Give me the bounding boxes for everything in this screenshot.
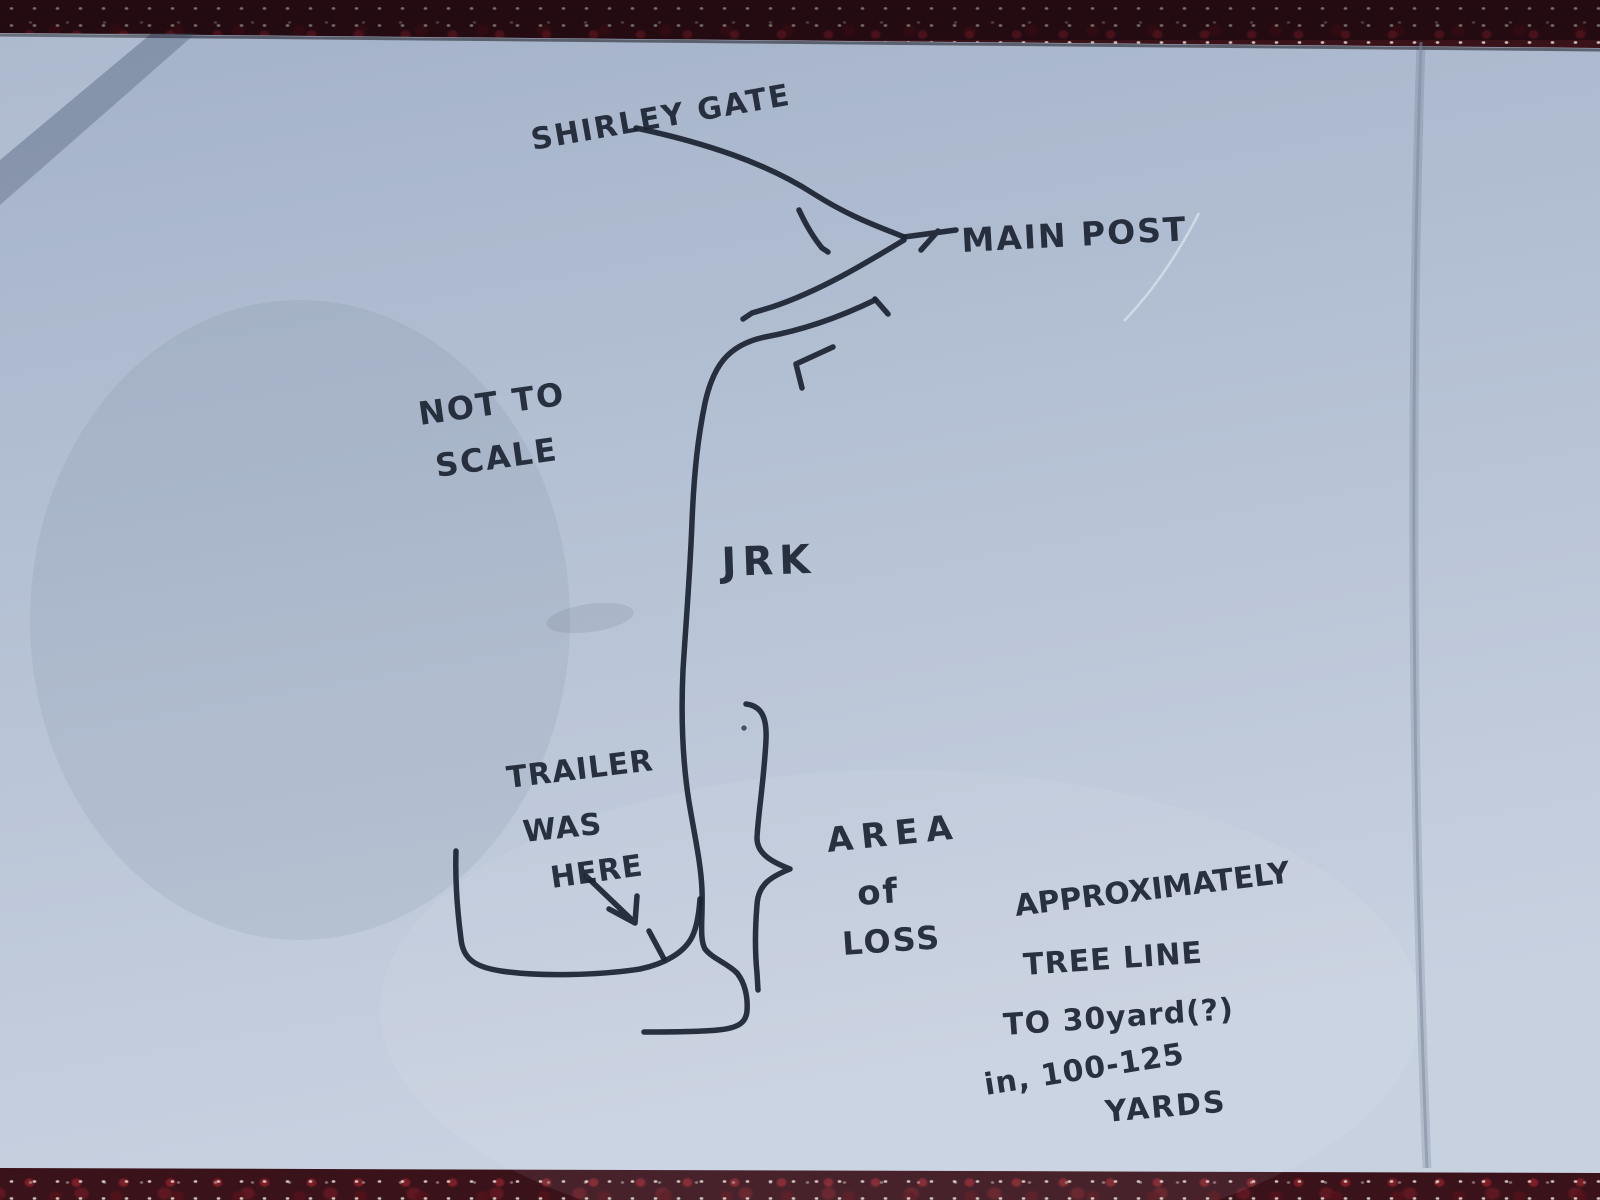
corner-fold-shadow — [0, 33, 196, 205]
trailer-arrow — [583, 873, 640, 926]
junction-tick — [901, 227, 959, 253]
fold-crease-line — [1412, 41, 1429, 1169]
paper-top-edge — [0, 33, 1600, 52]
road-name-label: JRK — [718, 537, 817, 586]
trailer-label-line2: WAS — [521, 807, 604, 850]
gate-mark-upper — [796, 207, 831, 255]
paper-shading-left — [30, 300, 570, 940]
shirley-gate-road — [633, 125, 907, 240]
trailer-loop — [453, 848, 703, 978]
fabric-shadow-band — [0, 0, 1600, 40]
main-road — [641, 297, 878, 1035]
paper-sheet — [0, 33, 1600, 1173]
smudge — [546, 602, 634, 634]
junction-branch — [740, 237, 907, 322]
ink-dot — [741, 725, 747, 731]
gate-mark-lower — [793, 344, 836, 391]
area-of-loss-line2: of — [856, 871, 901, 914]
corner-fold-highlight — [0, 33, 152, 160]
paper-crease-small — [1123, 212, 1201, 322]
paper-shading-bottom — [380, 770, 1420, 1200]
area-of-loss-line3: LOSS — [841, 918, 943, 963]
area-brace — [743, 701, 793, 993]
trailer-spot-tick — [646, 928, 667, 962]
